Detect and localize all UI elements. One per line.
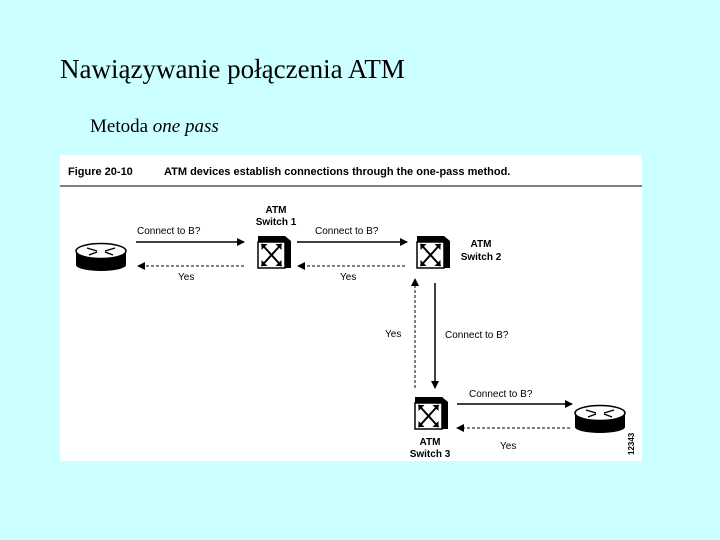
subtitle-emphasis: one pass [152,116,219,137]
switch3-label-line1: ATM [420,437,441,448]
atm-switch-icon [257,236,291,269]
figure-number: Figure 20-10 [68,166,133,178]
figure: Figure 20-10 ATM devices establish conne… [60,155,642,461]
reply-label-4: Yes [500,441,516,452]
reply-label-1: Yes [178,272,194,283]
subtitle-prefix: Metoda [90,116,149,137]
switch1-label-line2: Switch 1 [256,217,297,228]
switch2-label-line1: ATM [471,239,492,250]
reply-label-2: Yes [340,272,356,283]
atm-switch-icon [416,236,450,269]
atm-switch-icon [414,397,448,430]
network-diagram: Figure 20-10 ATM devices establish conne… [60,166,642,460]
router-icon [75,242,127,271]
request-label-2: Connect to B? [315,226,379,237]
switch2-label-line2: Switch 2 [461,252,502,263]
switch3-label-line2: Switch 3 [410,449,451,460]
request-label-1: Connect to B? [137,226,201,237]
request-label-3: Connect to B? [445,330,509,341]
switch1-label-line1: ATM [266,205,287,216]
request-label-4: Connect to B? [469,389,533,400]
reply-label-3: Yes [385,329,401,340]
figure-caption: ATM devices establish connections throug… [164,166,510,178]
slide-subtitle: Metoda one pass [90,116,219,138]
slide-title: Nawiązywanie połączenia ATM [60,54,405,84]
figure-image-id: 12343 [627,432,636,455]
router-icon [574,404,626,433]
